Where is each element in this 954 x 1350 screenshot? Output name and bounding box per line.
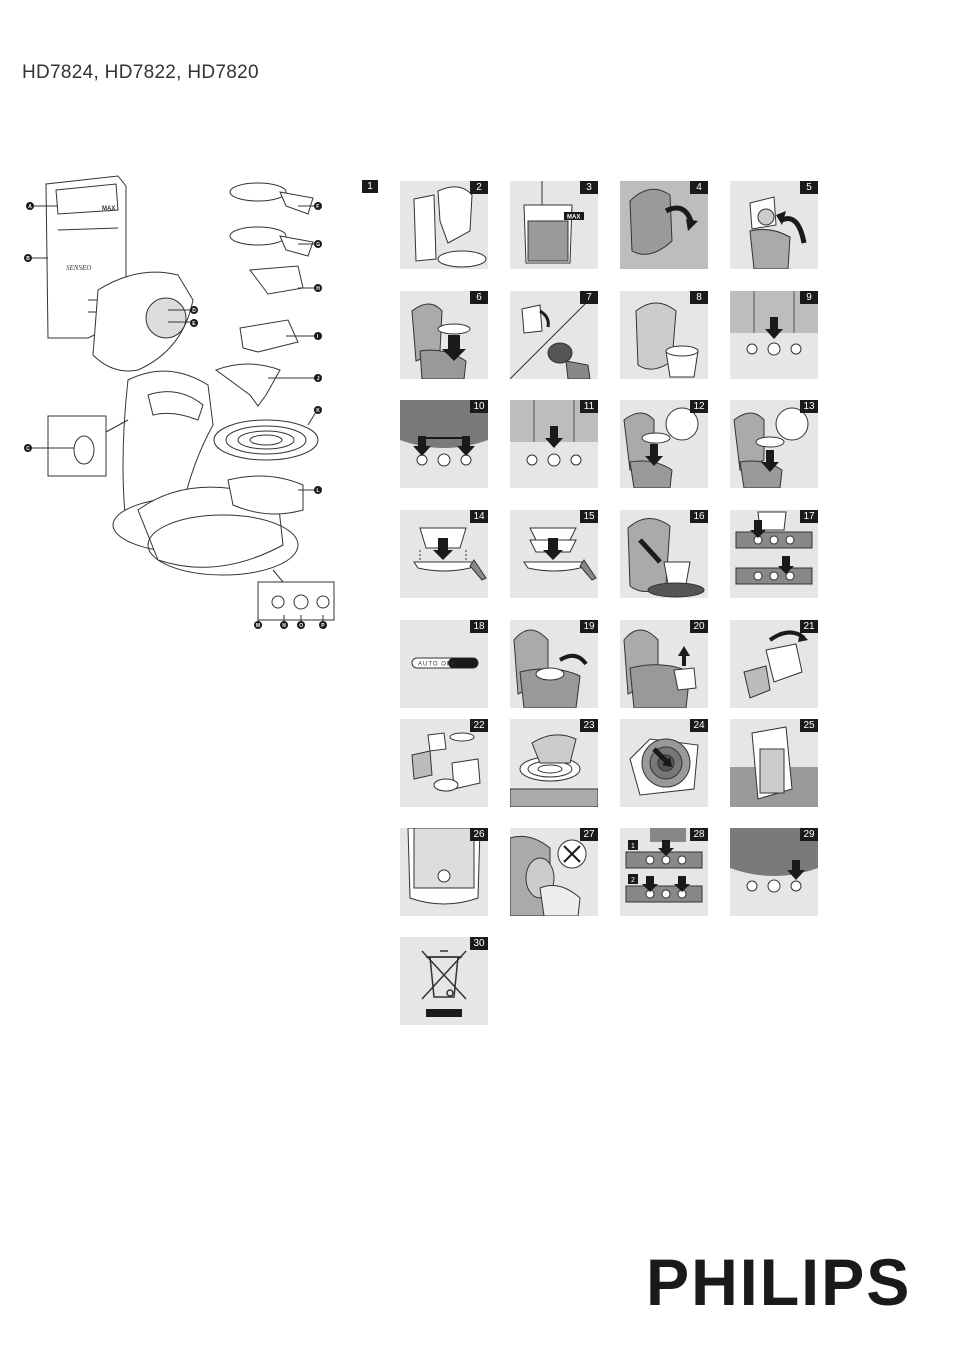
step-12-illustration: 12	[620, 400, 708, 488]
step-number: 21	[800, 620, 818, 633]
callout-m: M	[256, 623, 260, 629]
step-number: 26	[470, 828, 488, 841]
auto-off-label: AUTO OFF	[418, 662, 456, 668]
step-number: 11	[580, 400, 598, 413]
step-19-illustration: 19	[510, 620, 598, 708]
step-number: 9	[800, 291, 818, 304]
step-23-illustration: 23	[510, 719, 598, 807]
step-number: 5	[800, 181, 818, 194]
step-number: 22	[470, 719, 488, 732]
step-number: 18	[470, 620, 488, 633]
callout-k: K	[316, 408, 320, 414]
step-15-illustration: 15	[510, 510, 598, 598]
step-number: 24	[690, 719, 708, 732]
step-4-illustration: 4	[620, 181, 708, 269]
step-30-illustration: 30	[400, 937, 488, 1025]
step-number: 12	[690, 400, 708, 413]
step-number: 28	[690, 828, 708, 841]
overview-diagram: A B C D E F G H I J K L M N O P MAX SENS…	[24, 175, 335, 629]
callout-g: G	[316, 242, 320, 248]
step-number: 20	[690, 620, 708, 633]
step-21-illustration: 21	[730, 620, 818, 708]
step-number: 2	[470, 181, 488, 194]
step-2-illustration: 2	[400, 181, 488, 269]
step-14-illustration: 14	[400, 510, 488, 598]
callout-a: A	[28, 204, 32, 210]
step-26-illustration: 26	[400, 828, 488, 916]
step-17-illustration: 17	[730, 510, 818, 598]
step-24-illustration: 24	[620, 719, 708, 807]
document-title: HD7824, HD7822, HD7820	[22, 62, 259, 83]
step-number: 29	[800, 828, 818, 841]
step-number: 4	[690, 181, 708, 194]
step-number: 19	[580, 620, 598, 633]
step-3-illustration: MAX 3	[510, 181, 598, 269]
tank-brand-label: SENSEO	[66, 264, 91, 272]
callout-b: B	[26, 256, 30, 262]
step-number: 7	[580, 291, 598, 304]
step-number: 25	[800, 719, 818, 732]
step-number: 3	[580, 181, 598, 194]
step-number: 14	[470, 510, 488, 523]
step-number: 30	[470, 937, 488, 950]
step-11-illustration: 11	[510, 400, 598, 488]
step-16-illustration: 16	[620, 510, 708, 598]
callout-c: C	[26, 446, 30, 452]
callout-l: L	[317, 488, 320, 494]
step-10-illustration: 10	[400, 400, 488, 488]
figure-number-1: 1	[362, 180, 378, 193]
callout-n: N	[282, 623, 286, 629]
step-7-illustration: 7	[510, 291, 598, 379]
step-27-illustration: 27	[510, 828, 598, 916]
step-5-illustration: 5	[730, 181, 818, 269]
callout-h: H	[316, 286, 320, 292]
substep-1-label: 1	[631, 843, 635, 850]
step-20-illustration: 20	[620, 620, 708, 708]
callout-j: J	[317, 376, 320, 382]
step-29-illustration: 29	[730, 828, 818, 916]
callout-e: E	[192, 321, 196, 327]
callout-o: O	[299, 623, 303, 629]
substep-2-label: 2	[631, 877, 635, 884]
callout-i: I	[317, 334, 319, 340]
step-number: 10	[470, 400, 488, 413]
step-number: 6	[470, 291, 488, 304]
callout-p: P	[321, 623, 325, 629]
callout-d: D	[192, 308, 196, 314]
step-22-illustration: 22	[400, 719, 488, 807]
max-label: MAX	[567, 215, 580, 221]
tank-max-label: MAX	[102, 206, 115, 212]
step-number: 8	[690, 291, 708, 304]
step-9-illustration: 9	[730, 291, 818, 379]
step-13-illustration: 13	[730, 400, 818, 488]
callout-f: F	[316, 204, 319, 210]
step-number: 23	[580, 719, 598, 732]
step-number: 17	[800, 510, 818, 523]
step-28-illustration: 1 2 28	[620, 828, 708, 916]
step-18-illustration: AUTO OFF 18	[400, 620, 488, 708]
step-number: 16	[690, 510, 708, 523]
step-8-illustration: 8	[620, 291, 708, 379]
step-number: 13	[800, 400, 818, 413]
step-number: 15	[580, 510, 598, 523]
philips-logo: PHILIPS	[646, 1245, 912, 1319]
step-25-illustration: 25	[730, 719, 818, 807]
step-number: 27	[580, 828, 598, 841]
step-6-illustration: 6	[400, 291, 488, 379]
